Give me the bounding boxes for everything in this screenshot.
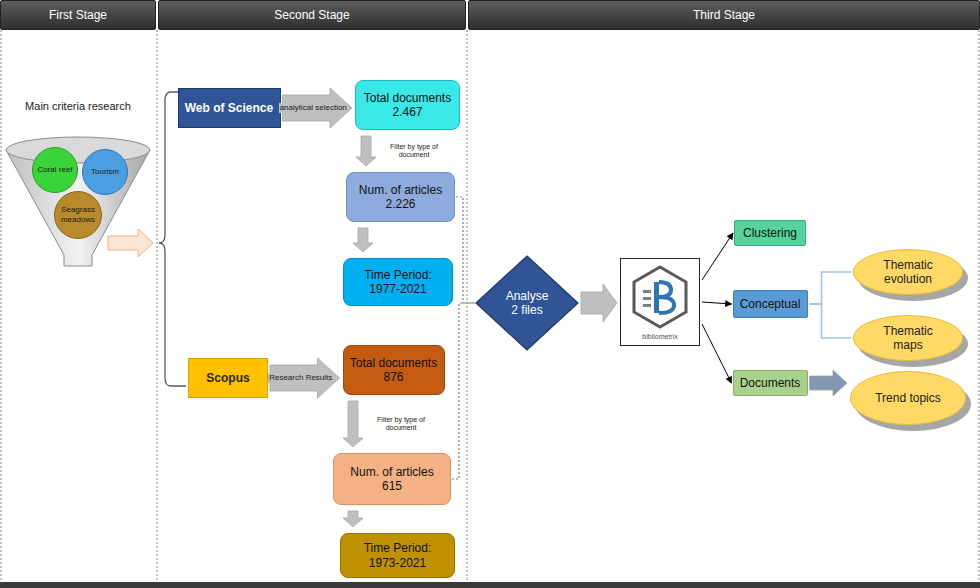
stage-title: First Stage: [49, 8, 107, 22]
down-arrow: [356, 136, 376, 166]
logo-hexagon: [634, 267, 686, 327]
database-box: Web of Science: [178, 88, 281, 128]
column-border: [1, 30, 2, 582]
arrow-connector: [702, 233, 733, 280]
stage-title: Third Stage: [693, 8, 755, 22]
stage-header: Second Stage: [158, 0, 466, 30]
stage-header: Third Stage: [468, 0, 980, 30]
criteria-circle: Coral reef: [32, 147, 78, 193]
logo-b: [659, 282, 674, 313]
box-text: Clustering: [743, 226, 797, 240]
ellipse-text: Thematic maps: [868, 324, 948, 353]
brace-connector: [810, 304, 852, 338]
count-box: Total documents876: [343, 345, 445, 395]
period-box: Time Period:1973-2021: [340, 533, 455, 578]
diamond-shape: [476, 256, 578, 350]
box-text: 2.467: [392, 105, 422, 119]
edge-label: analytical selection: [279, 103, 348, 112]
block-arrow: [270, 358, 340, 398]
down-arrow: [343, 511, 363, 527]
bottom-bar: [0, 582, 980, 588]
arrow-connector: [702, 324, 732, 383]
ellipse-text: Trend topics: [868, 391, 948, 405]
logo-icon: [621, 259, 698, 344]
down-arrow: [353, 228, 373, 252]
column-border: [979, 30, 980, 582]
logo-text: bibliometrix: [625, 333, 695, 341]
count-box: Num. of articles2.226: [346, 172, 455, 222]
criteria-circle: Seagrass meadows: [54, 191, 102, 239]
analysis-box: Conceptual: [733, 290, 808, 318]
box-text: 615: [382, 479, 402, 493]
brace-connector: [810, 272, 852, 304]
bracket: [159, 92, 188, 386]
criteria-label: Coral reef: [35, 165, 75, 175]
funnel-rim: [6, 137, 150, 163]
stage-title: Second Stage: [274, 8, 349, 22]
box-text: Total documents: [364, 91, 451, 105]
box-text: 876: [383, 370, 403, 384]
block-arrow: [283, 88, 353, 128]
analysis-box: Documents: [733, 370, 808, 396]
down-arrow: [343, 401, 363, 447]
box-text: Conceptual: [740, 297, 801, 311]
box-text: Documents: [740, 376, 801, 390]
column-border: [157, 30, 158, 582]
software-logo: bibliometrix: [620, 258, 700, 346]
database-name: Web of Science: [185, 101, 273, 115]
box-text: Total documents: [350, 356, 437, 370]
result-ellipse: Thematic maps: [853, 315, 963, 361]
box-text: Time Period:: [364, 541, 432, 555]
analysis-box: Clustering: [734, 220, 806, 246]
ellipse-text: Thematic evolution: [868, 258, 948, 287]
logo-bar: [643, 297, 651, 300]
section-label: Main criteria research: [8, 100, 148, 113]
arrow-connector: [702, 302, 732, 304]
box-text: Num. of articles: [350, 465, 433, 479]
result-ellipse: Thematic evolution: [853, 249, 963, 295]
flow-arrow: [108, 229, 153, 257]
box-text: Num. of articles: [359, 183, 442, 197]
edge-label: Filter by type of document: [369, 416, 433, 432]
block-arrow: [810, 370, 848, 396]
stage-header: First Stage: [0, 0, 156, 30]
period-box: Time Period:1977-2021: [343, 258, 453, 306]
decision-diamond: Analyse 2 files: [475, 255, 579, 351]
dotted-connector: [456, 197, 475, 303]
box-text: 1977-2021: [369, 282, 426, 296]
column-border: [467, 30, 468, 582]
database-box: Scopus: [188, 358, 268, 398]
database-name: Scopus: [206, 371, 249, 385]
criteria-label: Tourism: [85, 167, 125, 177]
result-ellipse: Trend topics: [850, 371, 966, 425]
logo-stem: [654, 282, 659, 313]
logo-bar: [643, 304, 651, 307]
criteria-label: Seagrass meadows: [57, 205, 99, 224]
block-arrow: [581, 284, 617, 322]
dotted-connector: [452, 303, 475, 479]
box-text: 2.226: [385, 197, 415, 211]
count-box: Num. of articles615: [333, 453, 451, 505]
edge-label: Filter by type of document: [382, 143, 446, 159]
logo-bar: [643, 290, 651, 293]
criteria-circle: Tourism: [82, 149, 128, 195]
edge-label: Research Results: [268, 373, 333, 382]
count-box: Total documents2.467: [355, 80, 460, 130]
box-text: 1973-2021: [369, 556, 426, 570]
box-text: Time Period:: [364, 268, 432, 282]
diamond-text: Analyse 2 files: [502, 289, 552, 318]
